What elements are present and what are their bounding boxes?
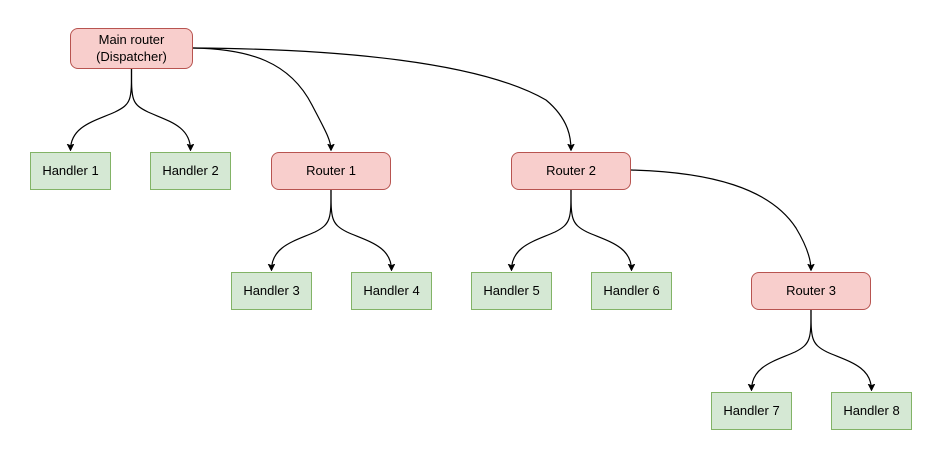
node-handler1[interactable]: Handler 1 (30, 152, 111, 190)
node-label-handler5: Handler 5 (483, 282, 540, 298)
node-label-handler3: Handler 3 (243, 282, 300, 298)
diagram-edge (130, 68, 191, 150)
diagram-edge (630, 169, 811, 270)
node-handler4[interactable]: Handler 4 (351, 272, 432, 310)
node-label-main: Main router (Dispatcher) (96, 32, 167, 64)
diagram-edge (570, 189, 632, 270)
diagram-edge (272, 189, 332, 270)
diagram-edge (752, 309, 812, 390)
diagram-edge (71, 68, 133, 150)
diagram-edge (192, 47, 571, 150)
node-label-handler2: Handler 2 (162, 162, 219, 178)
diagram-edge (810, 309, 872, 390)
node-router1[interactable]: Router 1 (271, 152, 391, 190)
diagram-edge (192, 47, 331, 150)
node-label-handler4: Handler 4 (363, 282, 420, 298)
node-label-handler1: Handler 1 (42, 162, 99, 178)
node-handler6[interactable]: Handler 6 (591, 272, 672, 310)
node-label-handler8: Handler 8 (843, 402, 900, 418)
diagram-edge (512, 189, 572, 270)
node-label-handler6: Handler 6 (603, 282, 660, 298)
node-handler3[interactable]: Handler 3 (231, 272, 312, 310)
node-router3[interactable]: Router 3 (751, 272, 871, 310)
node-main[interactable]: Main router (Dispatcher) (70, 28, 193, 69)
node-label-router2: Router 2 (546, 162, 596, 178)
node-label-router1: Router 1 (306, 162, 356, 178)
node-handler8[interactable]: Handler 8 (831, 392, 912, 430)
node-label-router3: Router 3 (786, 282, 836, 298)
node-label-handler7: Handler 7 (723, 402, 780, 418)
node-router2[interactable]: Router 2 (511, 152, 631, 190)
node-handler2[interactable]: Handler 2 (150, 152, 231, 190)
node-handler5[interactable]: Handler 5 (471, 272, 552, 310)
node-handler7[interactable]: Handler 7 (711, 392, 792, 430)
diagram-edge (330, 189, 392, 270)
